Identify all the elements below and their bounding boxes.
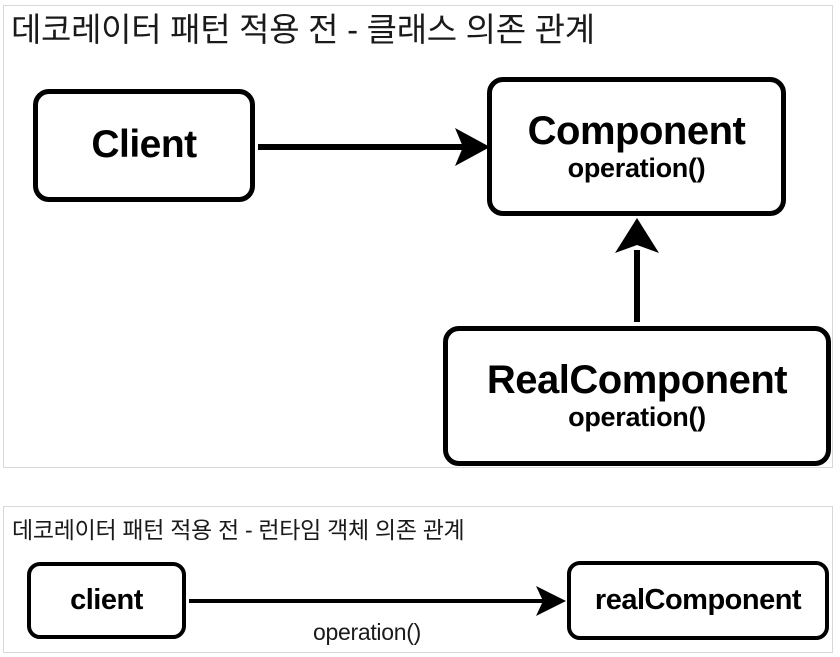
node-realcomponent-object-label: realComponent — [594, 584, 802, 617]
node-client-label: Client — [91, 123, 197, 167]
node-client-object[interactable]: client — [27, 562, 186, 639]
panel-runtime-diagram-title: 데코레이터 패턴 적용 전 - 런타임 객체 의존 관계 — [12, 517, 465, 543]
node-realcomponent[interactable]: RealComponent operation() — [443, 326, 831, 466]
node-client[interactable]: Client — [33, 89, 255, 202]
node-realcomponent-operation: operation() — [568, 402, 706, 433]
panel-class-diagram-title: 데코레이터 패턴 적용 전 - 클래스 의존 관계 — [11, 11, 595, 48]
node-component[interactable]: Component operation() — [487, 77, 786, 216]
node-realcomponent-label: RealComponent — [486, 358, 788, 403]
node-component-label: Component — [527, 108, 746, 153]
node-realcomponent-object[interactable]: realComponent — [567, 561, 829, 640]
edge-label-operation: operation() — [313, 619, 421, 645]
node-client-object-label: client — [70, 584, 143, 617]
node-component-operation: operation() — [567, 152, 706, 183]
